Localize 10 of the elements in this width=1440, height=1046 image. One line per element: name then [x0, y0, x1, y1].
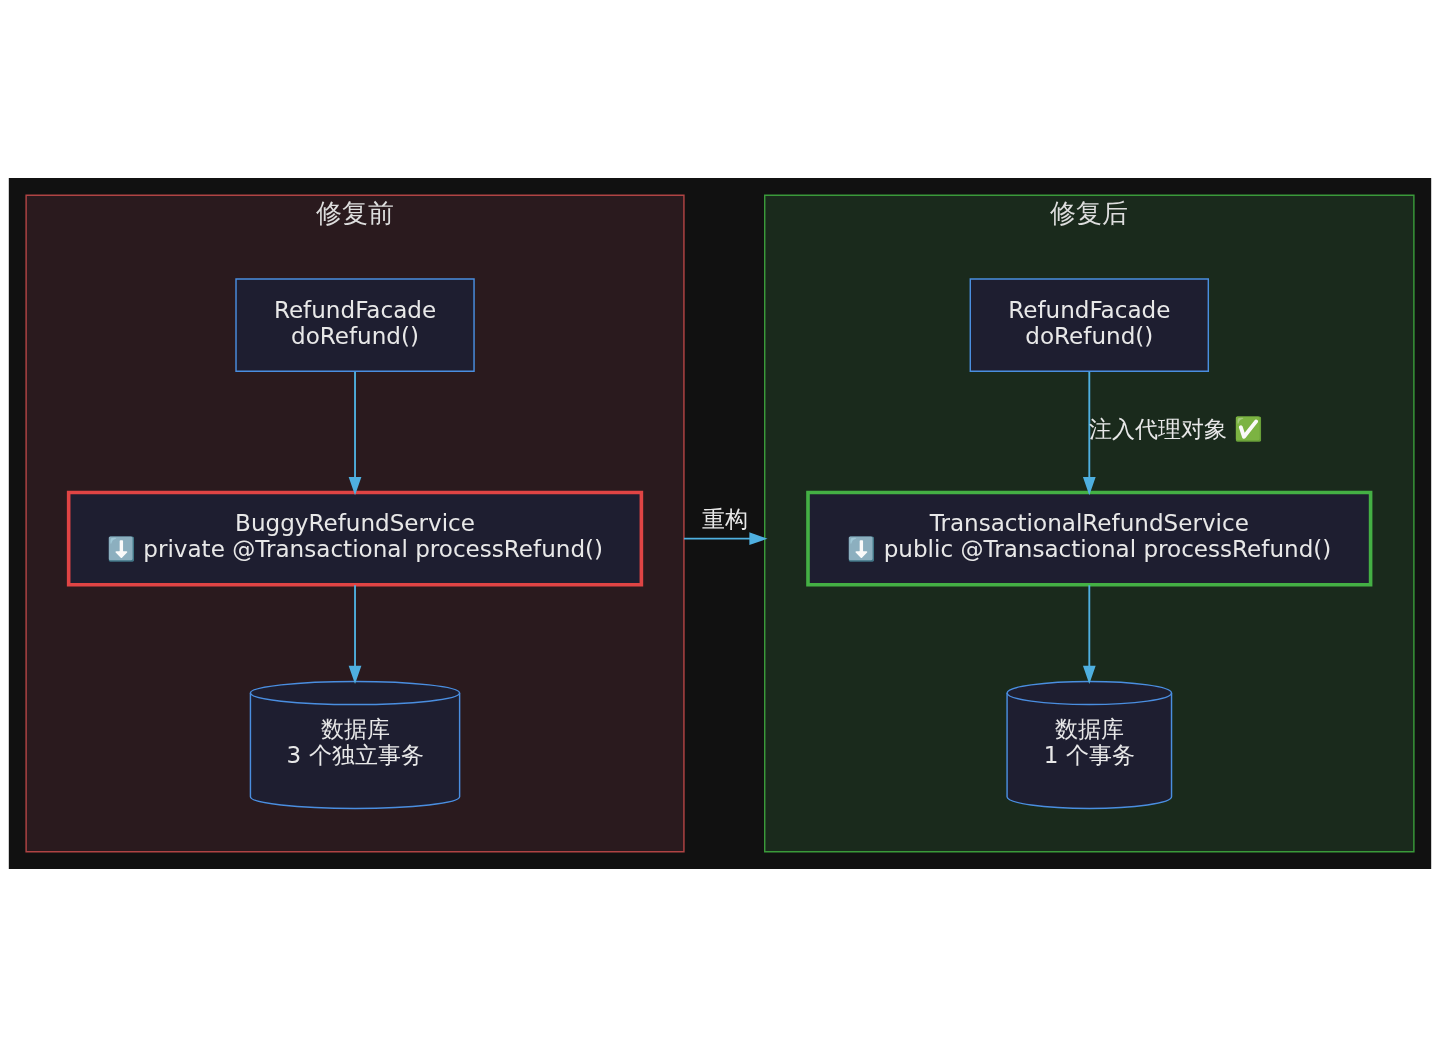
node-box: RefundFacade doRefund() [235, 277, 475, 372]
arrow [1082, 370, 1096, 495]
node-box: BuggyRefundService ⬇ private @Transactional processRefund() [66, 490, 644, 587]
arrow [348, 583, 362, 684]
arrow [1082, 583, 1096, 684]
arrow [348, 370, 362, 495]
node-box: TransactionalRefundService ⬇ public @Transactional processRefund() [806, 490, 1373, 587]
edge-label: 重构 [701, 505, 748, 532]
arrow [683, 531, 768, 545]
node-box: RefundFacade doRefund() [969, 277, 1210, 372]
